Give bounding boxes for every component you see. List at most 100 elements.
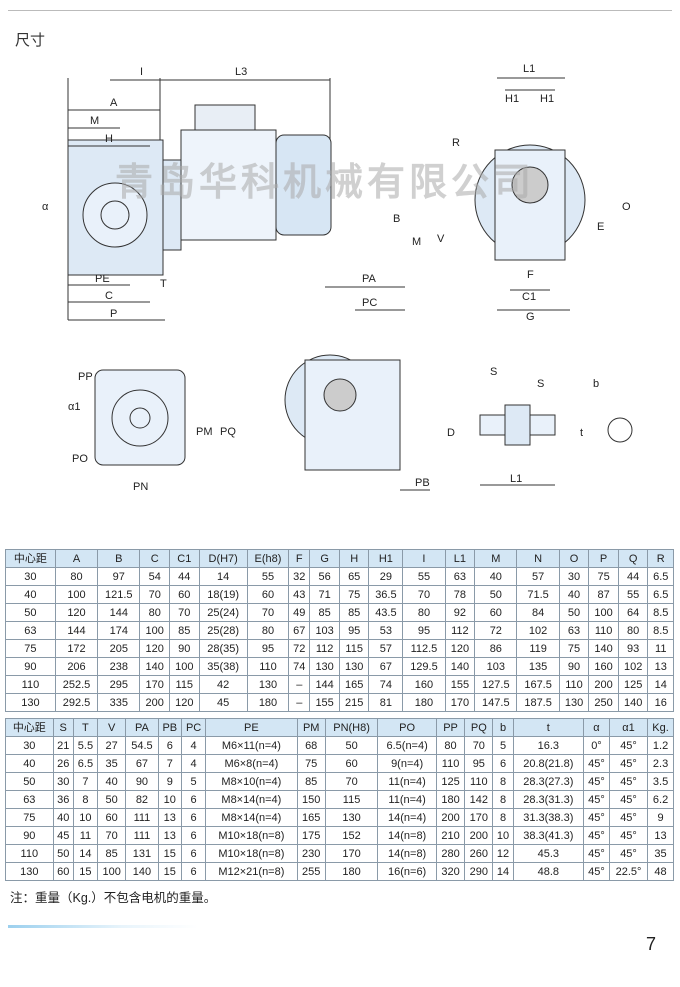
label-A: A (110, 97, 118, 109)
table-cell: 100 (54, 585, 99, 604)
column-header: D(H7) (198, 549, 248, 568)
table-cell: 45° (582, 826, 610, 845)
table-cell: 320 (435, 862, 466, 881)
table-cell: 102 (617, 657, 649, 676)
label-PN: PN (133, 481, 148, 493)
table-cell: 110 (246, 657, 290, 676)
table-cell: 11 (72, 826, 99, 845)
table-cell: 120 (139, 639, 170, 658)
table-cell: 170 (139, 675, 170, 694)
table-cell: 100 (169, 657, 200, 676)
table-cell: 155 (444, 675, 476, 694)
table-cell: 48.8 (512, 862, 584, 881)
table-cell: 25(28) (198, 621, 248, 640)
table-cell: 7 (72, 772, 99, 791)
table-cell: M8×14(n=4) (205, 790, 298, 809)
table-cell: 110 (588, 621, 619, 640)
column-header: PO (377, 718, 437, 737)
table-cell: 57 (368, 639, 404, 658)
table-cell: 92 (444, 603, 476, 622)
table-cell: 6.5 (647, 567, 674, 586)
column-header: α1 (608, 718, 649, 737)
table-cell: 16.3 (512, 736, 584, 755)
table-cell: 3.5 (647, 772, 674, 791)
table-cell: 200 (139, 693, 170, 712)
column-header: S (52, 718, 74, 737)
table-cell: 80 (139, 603, 170, 622)
table-cell: 130 (5, 693, 56, 712)
column-header: PA (125, 718, 159, 737)
table-cell: 85 (296, 772, 326, 791)
table-cell: 120 (169, 693, 200, 712)
table-cell: 45° (582, 790, 610, 809)
table-cell: 115 (324, 790, 379, 809)
column-header: C1 (169, 549, 200, 568)
table-cell: 85 (309, 603, 340, 622)
table-cell: 74 (288, 657, 311, 676)
table-cell: 45.3 (512, 844, 584, 863)
column-header: R (647, 549, 674, 568)
table-cell: 55 (246, 567, 290, 586)
label-b: b (593, 378, 599, 390)
table-cell: 90 (169, 639, 200, 658)
table-cell: 14(n=8) (377, 844, 437, 863)
watermark: 青岛华科机械有限公司 (115, 162, 535, 204)
table-cell: 6 (180, 790, 207, 809)
table-cell: 85 (338, 603, 370, 622)
table-cell: 44 (617, 567, 649, 586)
flange-view-drawing: PP α1 PO PN PM PQ (68, 369, 236, 493)
table-cell: 40 (5, 585, 56, 604)
table-cell: 36.5 (368, 585, 404, 604)
table-cell: 7 (157, 754, 183, 773)
table-cell: 67 (288, 621, 311, 640)
table-cell: 13 (647, 826, 674, 845)
table-cell: 16 (647, 693, 674, 712)
table-cell: 120 (444, 639, 476, 658)
table-cell: 25(24) (198, 603, 248, 622)
table-cell: 32 (288, 567, 311, 586)
table-cell: 140 (139, 657, 170, 676)
table-cell: 16(n=6) (377, 862, 437, 881)
table-cell: 54 (139, 567, 170, 586)
table-cell: 110 (464, 772, 494, 791)
table-cell: 103 (309, 621, 340, 640)
table-cell: 11 (647, 639, 674, 658)
table-cell: 95 (246, 639, 290, 658)
table-cell: 45° (608, 844, 649, 863)
table-cell: 147.5 (474, 693, 518, 712)
table-cell: 45° (608, 772, 649, 791)
table-cell: 22.5° (608, 862, 649, 881)
table-cell: 140 (444, 657, 476, 676)
table-cell: 6.5 (72, 754, 99, 773)
table-cell: 11(n=4) (377, 772, 437, 791)
table-cell: 142 (464, 790, 494, 809)
table-cell: 140 (125, 862, 159, 881)
table-cell: M6×11(n=4) (205, 736, 298, 755)
column-header: b (492, 718, 514, 737)
table-cell: 27 (97, 736, 127, 755)
table-cell: 28(35) (198, 639, 248, 658)
table-cell: 120 (54, 603, 99, 622)
table-cell: 28.3(31.3) (512, 790, 584, 809)
table-cell: 45° (608, 808, 649, 827)
table-cell: 38.3(41.3) (512, 826, 584, 845)
table-cell: 10 (157, 790, 183, 809)
column-header: PN(H8) (324, 718, 379, 737)
table-cell: 71.5 (516, 585, 560, 604)
table-cell: 70 (464, 736, 494, 755)
column-header: Kg. (647, 718, 674, 737)
table-cell: 155 (309, 693, 340, 712)
table-cell: 292.5 (54, 693, 99, 712)
section-title: 尺寸 (15, 32, 46, 49)
table-cell: 111 (125, 808, 159, 827)
table-cell: 6 (180, 826, 207, 845)
column-header: PM (296, 718, 326, 737)
label-L3: L3 (235, 66, 247, 78)
table-cell: 6.2 (647, 790, 674, 809)
table-cell: 35(38) (198, 657, 248, 676)
